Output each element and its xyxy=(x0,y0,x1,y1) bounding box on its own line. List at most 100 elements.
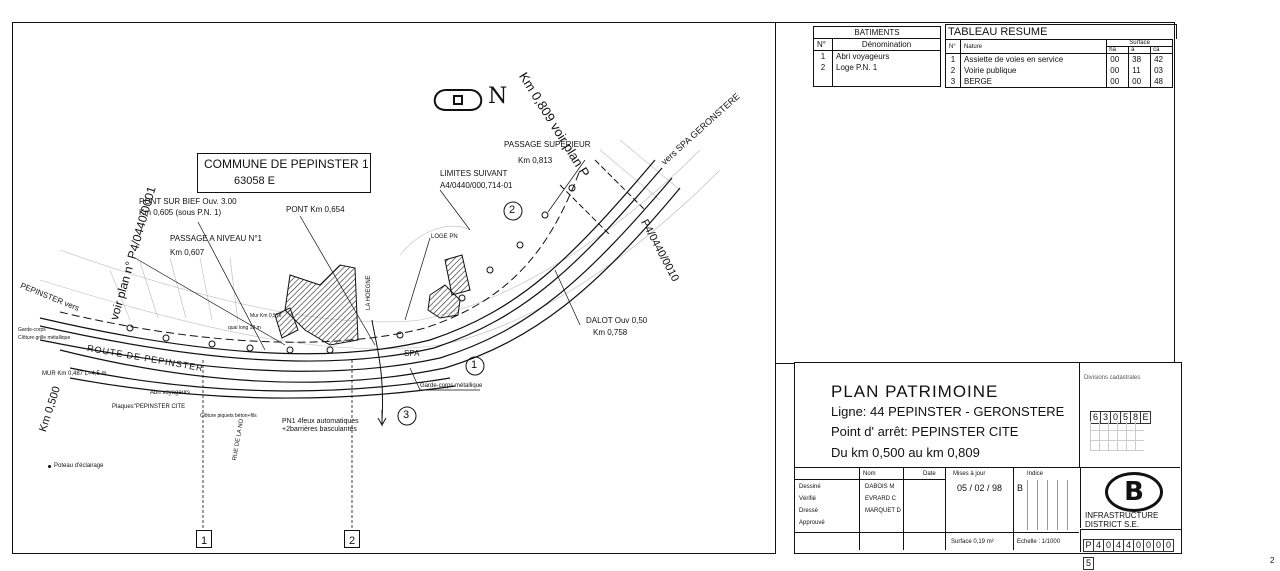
site-plan-drawing xyxy=(39,89,721,530)
tableau-row-no: 3 xyxy=(945,76,961,88)
hdr-nom: Nom xyxy=(863,471,876,477)
cloture-grille: Clôture grille métallique xyxy=(18,335,71,341)
building-large xyxy=(284,264,359,346)
table-row: 3 BERGE 00 00 48 xyxy=(945,76,1173,88)
sig-hline xyxy=(795,532,1079,533)
track-2 xyxy=(39,167,663,362)
poteau-legend: Poteau d'éclairage xyxy=(54,463,104,469)
pont-sur-bief-line2: Km 0,605 (sous P.N. 1) xyxy=(139,208,222,217)
sig-vline xyxy=(1013,468,1014,532)
marker-box-2: 2 xyxy=(344,530,360,548)
logo-section: B INFRASTRUCTURE DISTRICT S.E. xyxy=(1080,468,1181,529)
map-frame xyxy=(12,22,776,554)
pn1-line1: PN1 4feux automatiques xyxy=(282,418,359,425)
passage-niveau-line1: PASSAGE A NIVEAU N°1 xyxy=(170,234,262,243)
marker-box-2-label: 2 xyxy=(348,535,356,547)
tableau-row-ha: 00 xyxy=(1106,76,1130,88)
passage-niveau-line2: Km 0,607 xyxy=(170,248,205,257)
plan-point-arret: Point d' arrêt: PEPINSTER CITE xyxy=(831,424,1019,439)
role-dessine: Dessiné xyxy=(799,484,821,490)
tableau-row-ha: 00 xyxy=(1106,53,1130,65)
tableau-row-a: 38 xyxy=(1128,53,1152,65)
table-row: 2 Voirie publique 00 11 03 xyxy=(945,65,1173,76)
dalot-line2: Km 0,758 xyxy=(593,328,628,337)
table-row: 1 Assiette de voies en service 00 38 42 xyxy=(945,53,1173,65)
sig-vline xyxy=(945,468,946,550)
logo-letter: B xyxy=(1124,477,1144,507)
cadastre-grid xyxy=(1090,421,1144,451)
commune-box: COMMUNE DE PEPINSTER 1 63058 E xyxy=(197,153,371,193)
signature-section: Nom Date Mises à jour Indice Dessiné DAB… xyxy=(795,468,1079,552)
echelle-value: Echelle : 1/1000 xyxy=(1017,539,1061,545)
company-line2: DISTRICT S.E. xyxy=(1085,520,1140,529)
tableau-row-no: 1 xyxy=(945,53,961,65)
hdr-date: Date xyxy=(923,471,936,477)
building-small xyxy=(274,307,299,339)
tableau-col-ha: ha xyxy=(1106,46,1130,54)
north-arrow-icon xyxy=(433,89,483,111)
surface-value: Surface 0,19 m² xyxy=(951,539,994,545)
cloture-piquets: Clôture piquets béton+fils xyxy=(200,413,257,419)
track-1 xyxy=(39,159,656,355)
circle-1-label: 1 xyxy=(471,359,478,371)
la-hoegne: LA HOEGNE xyxy=(366,275,372,310)
hdr-indice: Indice xyxy=(1027,471,1044,477)
name-dresse: MARQUET D xyxy=(865,508,901,514)
tableau-row-a: 00 xyxy=(1128,76,1152,88)
tableau-col-surface: Surface xyxy=(1106,39,1173,47)
loge-pn: LOGE PN xyxy=(431,234,458,240)
tableau-row-nature: Assiette de voies en service xyxy=(959,53,1108,65)
indice-grid xyxy=(1027,480,1077,530)
update-date: 05 / 02 / 98 xyxy=(957,483,1003,493)
divisions-label: Divisions cadastrales xyxy=(1084,375,1141,381)
cadastre-digit: E xyxy=(1140,411,1151,424)
tableau-col-ca: ca xyxy=(1150,46,1173,54)
title-section: PLAN PATRIMOINE Ligne: 44 PEPINSTER - GE… xyxy=(795,363,1080,468)
spa-label: SPA xyxy=(404,349,420,358)
marker-box-1: 1 xyxy=(196,530,212,548)
batiments-row-no: 2 xyxy=(813,62,833,87)
pn1-line2: +2barrières basculantes xyxy=(282,426,357,433)
tableau-row-no: 2 xyxy=(945,65,961,76)
north-label: N xyxy=(488,84,508,109)
role-dresse: Dressé xyxy=(799,508,819,514)
role-approuve: Approuvé xyxy=(799,520,825,526)
batiments-col-no: N° xyxy=(813,38,833,51)
title-block: PLAN PATRIMOINE Ligne: 44 PEPINSTER - GE… xyxy=(794,362,1182,570)
mur-km: MUR Km 0,487 L=4,5 m xyxy=(42,371,107,377)
batiments-title: BATIMENTS xyxy=(813,26,941,39)
tableau-row-ca: 03 xyxy=(1150,65,1173,76)
batiments-row-name: Abri voyageurs xyxy=(832,50,941,62)
quai-label: quai long 18 m xyxy=(228,325,261,331)
passage-superieur: PASSAGE SUPERIEUR xyxy=(504,140,591,149)
garde-corps-metal: Garde-corps métallique xyxy=(420,383,483,389)
limites-line2: A4/0440/000,714-01 xyxy=(440,181,513,190)
passage-superieur-km: Km 0,813 xyxy=(518,156,553,165)
tableau-col-nature: Nature xyxy=(959,39,1108,54)
plan-km-range: Du km 0,500 au km 0,809 xyxy=(831,445,980,460)
plan-number-digit: 5 xyxy=(1083,557,1094,570)
hdr-mise-a-jour: Mises à jour xyxy=(953,471,986,477)
tableau-row-nature: BERGE xyxy=(959,76,1108,88)
poteau-dot-icon xyxy=(48,465,51,468)
dalot-line1: DALOT Ouv 0,50 xyxy=(586,316,648,325)
batiments-table: BATIMENTS N° Dénomination 1 Abri voyageu… xyxy=(813,26,941,87)
name-dessine: DABOIS M xyxy=(865,484,895,490)
circle-2-label: 2 xyxy=(509,204,516,216)
tableau-row-ca: 48 xyxy=(1150,76,1173,88)
plan-ligne: Ligne: 44 PEPINSTER - GERONSTERE xyxy=(831,404,1065,419)
name-verifie: EVRARD C xyxy=(865,496,897,502)
sig-vline xyxy=(859,468,860,550)
commune-code: 63058 E xyxy=(234,175,275,187)
plan-title: PLAN PATRIMOINE xyxy=(831,382,999,401)
company-line1: INFRASTRUCTURE xyxy=(1085,511,1159,520)
limites-line1: LIMITES SUIVANT xyxy=(440,169,508,178)
role-verifie: Vérifié xyxy=(799,496,817,502)
tableau-col-no: N° xyxy=(945,39,961,54)
pont-sur-bief-line1: PONT SUR BIEF Ouv. 3.00 xyxy=(139,197,237,206)
tableau-resume: TABLEAU RESUME N° Nature Surface ha a ca… xyxy=(945,24,1177,88)
tableau-row-ca: 42 xyxy=(1150,53,1173,65)
batiments-row-name: Loge P.N. 1 xyxy=(832,62,941,87)
